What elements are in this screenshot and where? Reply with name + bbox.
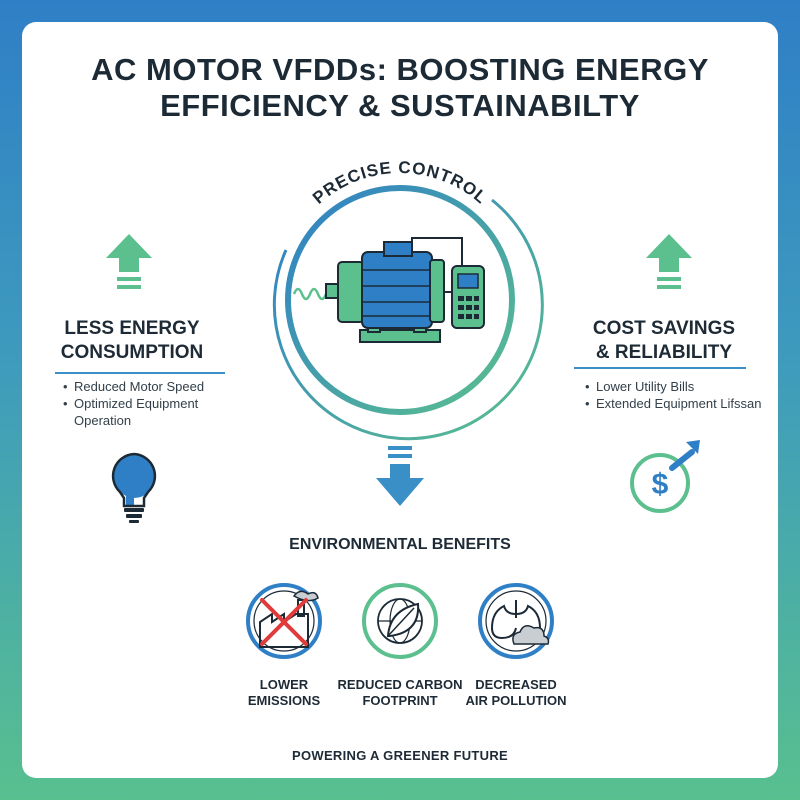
right-heading: COST SAVINGS & RELIABILITY: [584, 317, 744, 365]
center-diagram: PRECISE CONTROL: [106, 158, 700, 659]
lightbulb-icon: [111, 452, 157, 523]
right-bullet-2: Extended Equipment Lifssan: [582, 395, 762, 412]
down-arrow-icon: [376, 446, 424, 506]
right-divider: [574, 367, 746, 369]
footer-tagline: POWERING A GREENER FUTURE: [292, 748, 508, 763]
benefit-label-line: REDUCED CARBON: [337, 677, 463, 692]
factory-crossed-icon: [246, 583, 322, 659]
benefit-label-line: DECREASED: [475, 677, 557, 692]
dollar-growth-icon: $: [630, 440, 700, 513]
right-heading-line-2: & RELIABILITY: [595, 342, 733, 363]
left-bullet-2: Optimized Equipment: [60, 395, 230, 412]
left-bullet-1: Reduced Motor Speed: [60, 378, 230, 395]
up-arrow-icon: [646, 234, 692, 289]
benefit-label-reduced-carbon: REDUCED CARBON FOOTPRINT: [325, 677, 475, 709]
left-heading: LESS ENERGY CONSUMPTION: [52, 317, 212, 365]
title-line-2: EFFICIENCY & SUSTAINABILTY: [160, 88, 640, 123]
benefit-label-line: FOOTPRINT: [362, 693, 438, 708]
left-heading-line-2: CONSUMPTION: [60, 342, 204, 363]
benefit-label-line: LOWER: [259, 677, 309, 692]
left-divider: [55, 372, 225, 374]
right-heading-line-1: COST SAVINGS: [592, 318, 736, 339]
title-line-1: AC MOTOR VFDDs: BOOSTING ENERGY: [91, 52, 709, 87]
left-heading-line-1: LESS ENERGY: [64, 318, 200, 339]
motor-icon: [292, 237, 485, 343]
lungs-cloud-icon: [478, 583, 554, 659]
svg-text:$: $: [652, 468, 669, 501]
right-bullet-1: Lower Utility Bills: [582, 378, 762, 395]
up-arrow-icon: [106, 234, 152, 289]
left-bullet-list: Reduced Motor Speed Optimized Equipment …: [60, 378, 230, 429]
infographic-card: AC MOTOR VFDDs: BOOSTING ENERGY EFFICIEN…: [22, 22, 778, 778]
benefit-label-line: AIR POLLUTION: [465, 693, 567, 708]
leaf-globe-icon: [362, 583, 438, 659]
benefit-label-line: EMISSIONS: [247, 693, 321, 708]
benefit-label-lower-emissions: LOWER EMISSIONS: [209, 677, 359, 709]
right-bullet-list: Lower Utility Bills Extended Equipment L…: [582, 378, 762, 412]
outer-ring: [272, 198, 544, 441]
environmental-heading: ENVIRONMENTAL BENEFITS: [289, 536, 511, 553]
benefit-label-decreased-pollution: DECREASED AIR POLLUTION: [441, 677, 591, 709]
left-bullet-2-continued: Operation: [74, 413, 132, 428]
